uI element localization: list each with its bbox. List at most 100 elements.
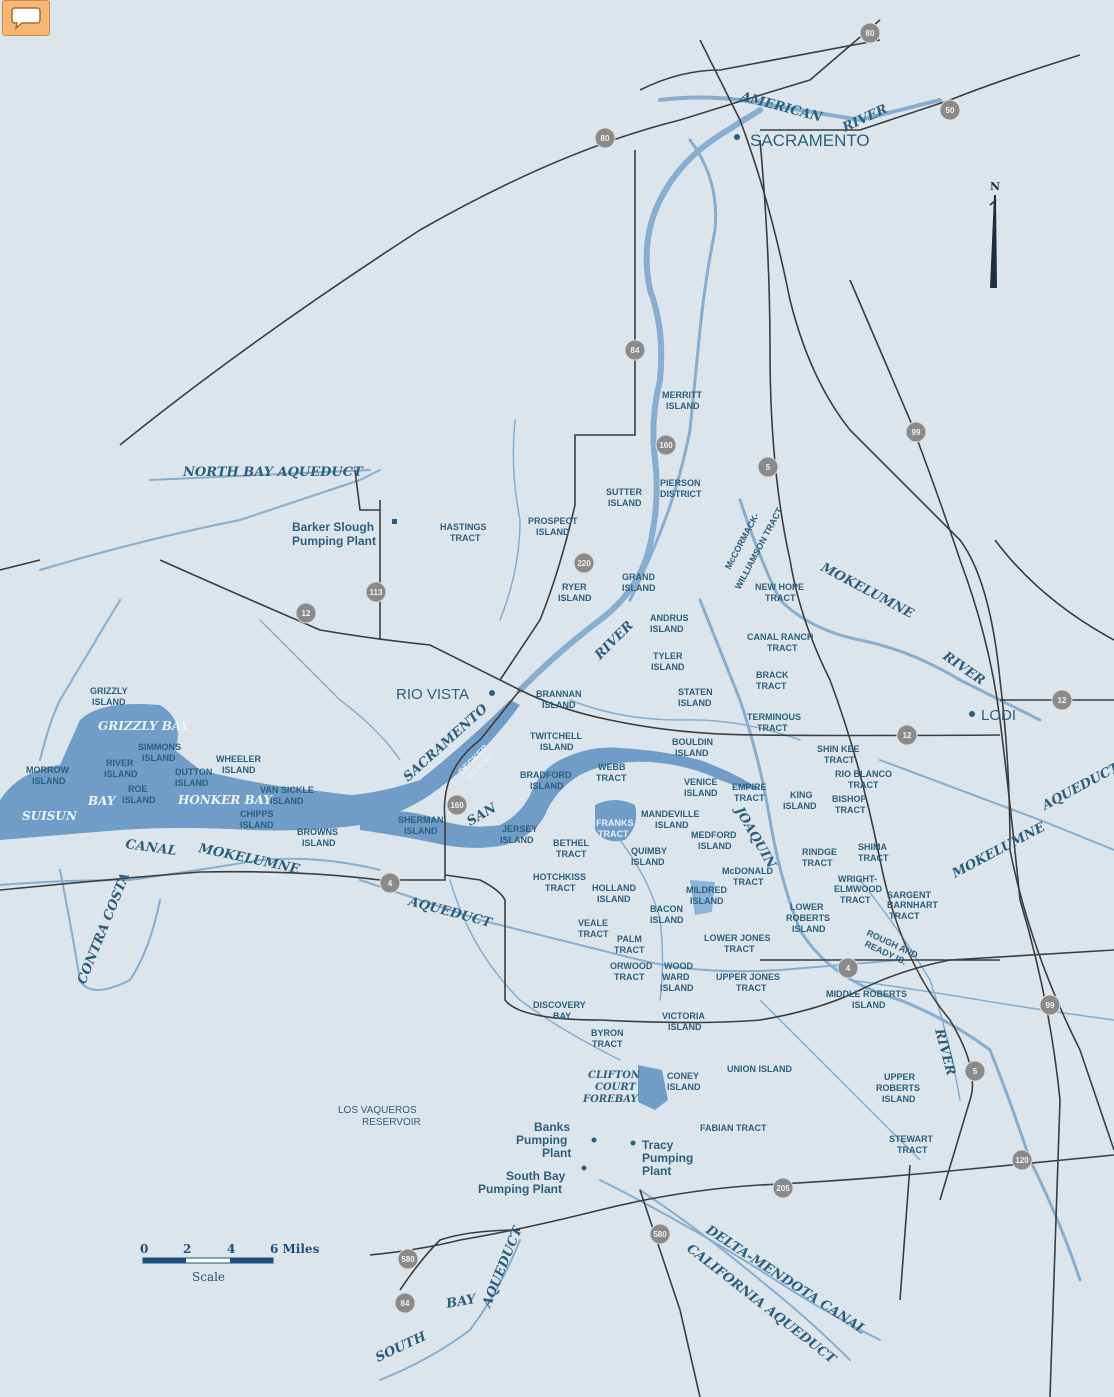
- svg-text:RIO BLANCO: RIO BLANCO: [835, 769, 892, 779]
- facility-label: South Bay: [506, 1169, 566, 1183]
- svg-text:TRACT: TRACT: [556, 849, 587, 859]
- hwy-shield: 580: [397, 1248, 419, 1270]
- water-label: GRIZZLY BAY: [98, 719, 191, 733]
- svg-text:TRACT: TRACT: [596, 773, 627, 783]
- svg-text:MEDFORD: MEDFORD: [691, 830, 737, 840]
- svg-text:TRACT: TRACT: [450, 533, 481, 543]
- svg-text:ISLAND: ISLAND: [222, 765, 256, 775]
- svg-text:VEALE: VEALE: [578, 918, 608, 928]
- svg-text:ISLAND: ISLAND: [852, 1000, 886, 1010]
- svg-text:TRACT: TRACT: [858, 853, 889, 863]
- svg-text:ROE: ROE: [128, 784, 148, 794]
- city-label: LODI: [981, 707, 1016, 724]
- city-label: SACRAMENTO: [750, 131, 870, 150]
- svg-text:FABIAN TRACT: FABIAN TRACT: [700, 1123, 767, 1133]
- svg-text:BOULDIN: BOULDIN: [672, 737, 713, 747]
- hwy-shield: 12: [1051, 689, 1073, 711]
- svg-text:ISLAND: ISLAND: [500, 835, 534, 845]
- facility-label: Pumping Plant: [478, 1182, 562, 1196]
- svg-text:MANDEVILLE: MANDEVILLE: [641, 809, 700, 819]
- svg-text:TERMINOUS: TERMINOUS: [747, 712, 801, 722]
- water-label: AMERICAN: [737, 89, 825, 126]
- svg-text:UPPER: UPPER: [884, 1072, 916, 1082]
- facility-label: Pumping: [516, 1133, 567, 1147]
- svg-text:5: 5: [766, 463, 771, 472]
- svg-text:WRIGHT-: WRIGHT-: [838, 874, 877, 884]
- facility-label: Tracy: [642, 1138, 674, 1152]
- svg-text:ISLAND: ISLAND: [650, 624, 684, 634]
- svg-text:PIERSON: PIERSON: [660, 478, 701, 488]
- speech-bubble-icon: [11, 7, 41, 30]
- svg-text:SIMMONS: SIMMONS: [138, 742, 181, 752]
- svg-text:MILDRED: MILDRED: [686, 885, 727, 895]
- svg-text:FRANKS: FRANKS: [596, 818, 634, 828]
- svg-text:DISCOVERY: DISCOVERY: [533, 1000, 586, 1010]
- hwy-shield: 113: [365, 581, 387, 603]
- water-label: BAY: [87, 794, 117, 808]
- svg-text:ISLAND: ISLAND: [597, 894, 631, 904]
- svg-text:ELMWOOD: ELMWOOD: [834, 884, 882, 894]
- water-label: MOKELUMNE: [817, 560, 917, 623]
- svg-text:ISLAND: ISLAND: [608, 498, 642, 508]
- svg-text:LOWER JONES: LOWER JONES: [704, 933, 771, 943]
- svg-text:SHERMAN: SHERMAN: [398, 815, 444, 825]
- svg-text:50: 50: [946, 106, 955, 115]
- facility-label: Plant: [642, 1164, 671, 1178]
- hwy-shield: 80: [859, 22, 881, 44]
- svg-text:ISLAND: ISLAND: [690, 896, 724, 906]
- svg-text:ISLAND: ISLAND: [540, 742, 574, 752]
- svg-text:STATEN: STATEN: [678, 687, 713, 697]
- comment-button[interactable]: [2, 0, 50, 36]
- svg-text:TYLER: TYLER: [653, 651, 683, 661]
- svg-text:ISLAND: ISLAND: [650, 915, 684, 925]
- svg-text:HOLLAND: HOLLAND: [592, 883, 636, 893]
- island-label: FABIAN TRACT: [700, 1123, 767, 1133]
- facility-label: Banks: [534, 1120, 570, 1134]
- svg-text:UNION ISLAND: UNION ISLAND: [727, 1064, 793, 1074]
- svg-text:SUTTER: SUTTER: [606, 487, 643, 497]
- svg-text:BYRON: BYRON: [591, 1028, 624, 1038]
- svg-text:ISLAND: ISLAND: [668, 1022, 702, 1032]
- hwy-shield: 80: [594, 127, 616, 149]
- water-label: SUISUN: [22, 809, 78, 823]
- svg-text:TRACT: TRACT: [614, 945, 645, 955]
- svg-text:CHIPPS: CHIPPS: [240, 809, 274, 819]
- hwy-shield: 84: [394, 1292, 416, 1314]
- svg-text:TRACT: TRACT: [733, 877, 764, 887]
- svg-text:ISLAND: ISLAND: [660, 983, 694, 993]
- svg-text:EMPIRE: EMPIRE: [732, 782, 767, 792]
- svg-text:TRACT: TRACT: [824, 755, 855, 765]
- svg-text:JERSEY: JERSEY: [502, 824, 538, 834]
- water-label: AQUEDUCT: [405, 894, 494, 931]
- svg-text:TRACT: TRACT: [889, 911, 920, 921]
